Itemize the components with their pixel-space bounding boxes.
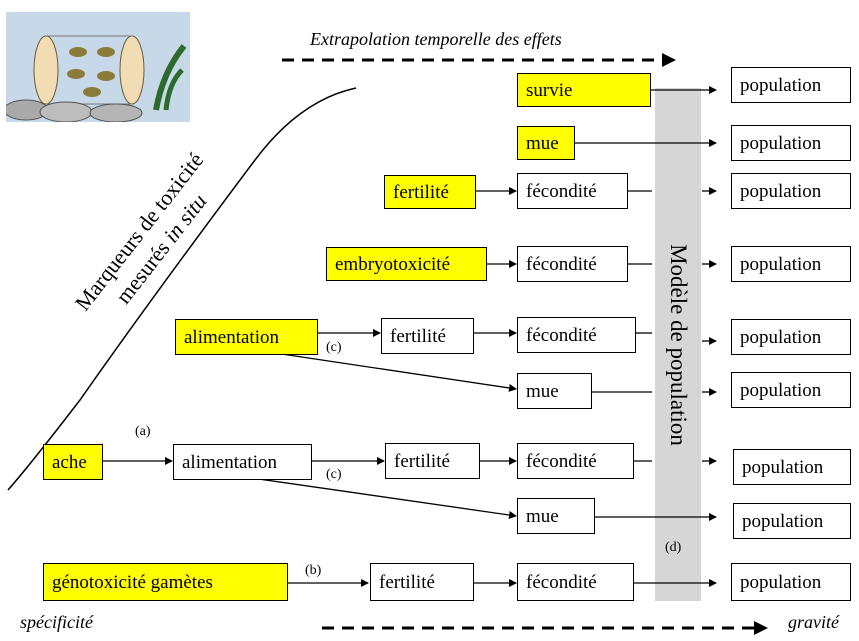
mue-box-8: mue bbox=[517, 498, 595, 534]
alimentation-box-7: alimentation bbox=[173, 444, 312, 480]
population-box-4: population bbox=[731, 246, 851, 282]
population-box-5: population bbox=[731, 319, 851, 355]
marker-fertilite: fertilité bbox=[384, 175, 476, 209]
population-box-6: population bbox=[731, 372, 851, 408]
markers-bracket bbox=[7, 87, 357, 491]
fertilite-box-7: fertilité bbox=[385, 443, 480, 479]
marker-genotoxicite-gametes: génotoxicité gamètes bbox=[43, 563, 288, 601]
population-box-7: population bbox=[733, 449, 851, 485]
fecondite-box-5: fécondité bbox=[517, 317, 636, 353]
specificity-label: spécificité bbox=[20, 612, 93, 632]
fecondite-box-4: fécondité bbox=[517, 246, 628, 282]
population-box-8: population bbox=[733, 503, 851, 539]
population-box-2: population bbox=[731, 125, 851, 161]
note-c-2: (c) bbox=[326, 467, 342, 482]
population-box-1: population bbox=[731, 67, 851, 103]
gammarus-cage-icon bbox=[6, 12, 190, 122]
note-d: (d) bbox=[665, 540, 682, 555]
marker-alimentation: alimentation bbox=[175, 319, 318, 355]
fecondite-box-3: fécondité bbox=[517, 173, 628, 209]
fertilite-box-5: fertilité bbox=[381, 318, 474, 354]
population-model-bar bbox=[655, 88, 701, 601]
marker-embryotoxicite: embryotoxicité bbox=[326, 247, 487, 281]
note-c-1: (c) bbox=[326, 340, 342, 355]
note-b: (b) bbox=[305, 563, 322, 578]
marker-ache: ache bbox=[43, 444, 103, 480]
severity-arrow-head bbox=[754, 621, 768, 635]
population-box-9: population bbox=[731, 563, 851, 601]
note-a: (a) bbox=[135, 424, 151, 439]
population-box-3: population bbox=[731, 173, 851, 209]
fertilite-box-9: fertilité bbox=[370, 563, 474, 601]
marker-mue: mue bbox=[517, 126, 575, 160]
severity-label: gravité bbox=[788, 612, 839, 632]
mue-box-6: mue bbox=[517, 373, 592, 409]
time-extrapolation-title: Extrapolation temporelle des effets bbox=[310, 29, 562, 49]
fecondite-box-7: fécondité bbox=[517, 443, 634, 479]
time-arrow-head bbox=[662, 53, 676, 67]
marker-survie: survie bbox=[517, 73, 651, 107]
population-model-label: Modèle de population bbox=[666, 244, 691, 446]
fecondite-box-9: fécondité bbox=[517, 563, 634, 601]
